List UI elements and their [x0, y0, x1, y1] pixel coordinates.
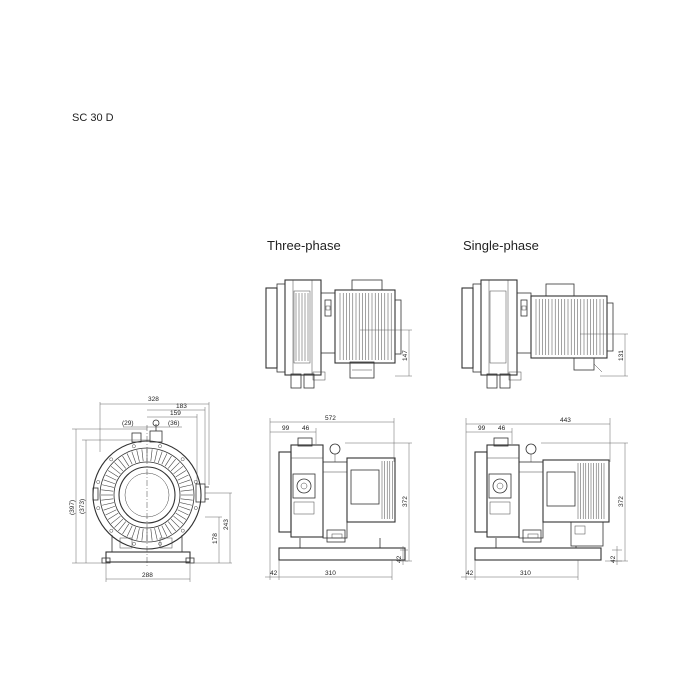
dim-3p-572: 572: [325, 415, 336, 422]
single-phase-top-view: 131: [461, 279, 628, 389]
dim-front-159: 159: [170, 410, 181, 417]
single-phase-heading: Single-phase: [463, 238, 539, 253]
dim-front-328: 328: [148, 396, 159, 403]
dim-front-243: 243: [223, 519, 230, 530]
dim-front-36: (36): [168, 420, 180, 427]
dim-1p-base-42: 42: [610, 555, 617, 563]
dim-3p-base-42: 42: [396, 555, 403, 563]
dim-3p-46: 46: [302, 425, 310, 432]
dim-3p-99: 99: [282, 425, 290, 432]
front-view: 328 183 159 (29) (36) (397) (373) 243 17…: [69, 396, 232, 582]
dim-1p-443: 443: [560, 417, 571, 424]
dim-1p-99: 99: [478, 425, 486, 432]
front-cooling-fins: [101, 449, 193, 541]
dim-1p-372: 372: [618, 496, 625, 507]
single-phase-side-view: 443 99 46 372 42 42 310: [461, 417, 628, 580]
three-phase-heading: Three-phase: [267, 238, 341, 253]
dim-front-288: 288: [142, 572, 153, 579]
dim-3p-372: 372: [402, 496, 409, 507]
dim-front-29: (29): [122, 420, 134, 427]
model-title: SC 30 D: [72, 112, 114, 124]
three-phase-top-view: 147: [265, 279, 412, 389]
dim-3p-42: 42: [270, 570, 278, 577]
dim-1p-131: 131: [618, 350, 625, 361]
dim-3p-310: 310: [325, 570, 336, 577]
dim-3p-147: 147: [402, 350, 409, 361]
dim-1p-310: 310: [520, 570, 531, 577]
dim-front-397: (397): [69, 500, 76, 515]
three-phase-side-view: 572 99 46 372 42 42 310: [265, 415, 412, 580]
dim-1p-46: 46: [498, 425, 506, 432]
dim-front-183: 183: [176, 403, 187, 410]
dim-front-178: 178: [212, 533, 219, 544]
flange-bolts: [96, 444, 198, 546]
dim-1p-42: 42: [466, 570, 474, 577]
dim-front-373: (373): [79, 499, 86, 514]
